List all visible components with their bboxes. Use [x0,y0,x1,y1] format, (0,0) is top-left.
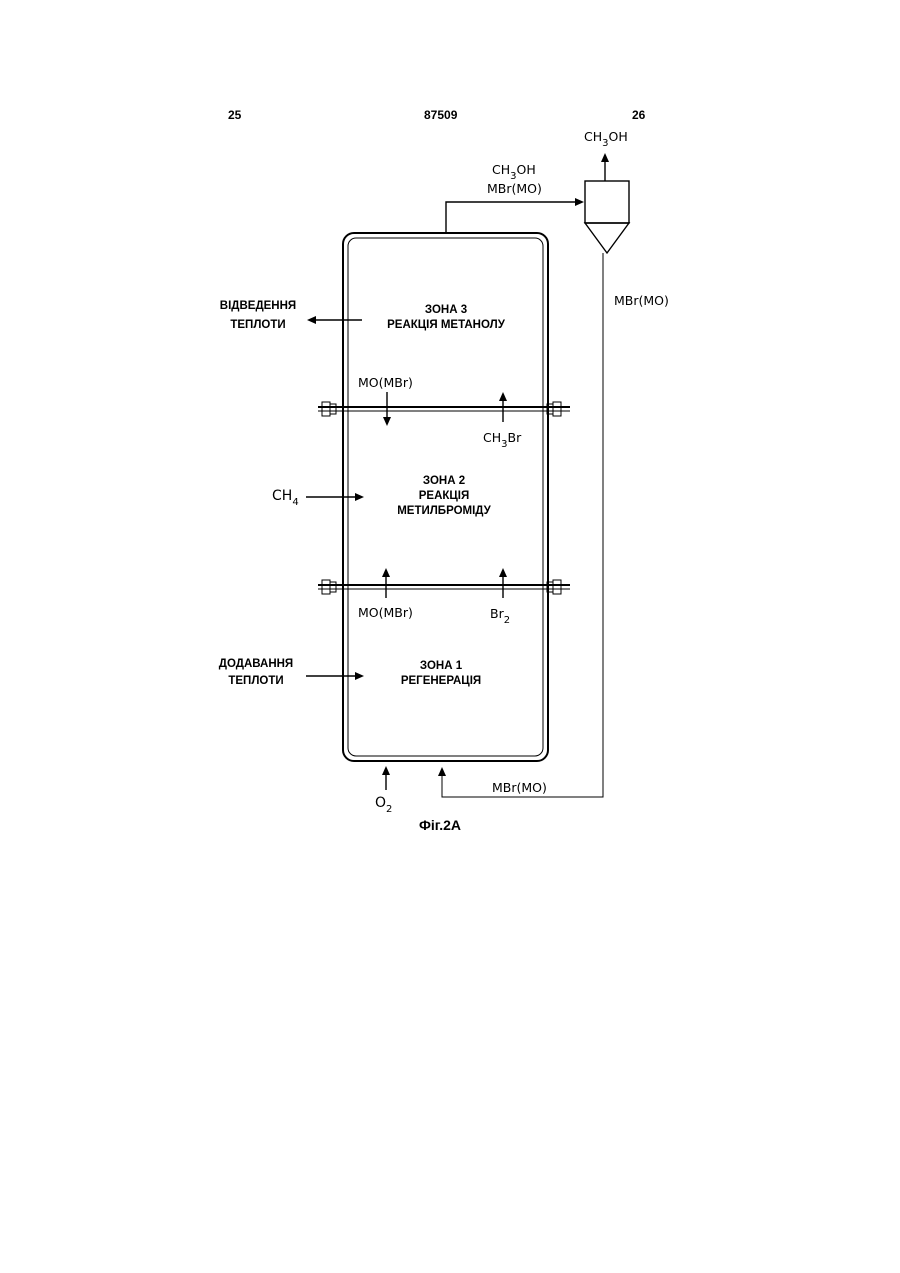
up-arrow [382,568,390,598]
bolt-icon [553,580,561,594]
upper-mo-mbr-label: MO(MBr) [358,375,413,390]
zone3-subtitle: РЕАКЦІЯ МЕТАНОЛУ [387,319,506,331]
zone2-line2: РЕАКЦІЯ [419,490,470,502]
outlet-methanol-label: CH3OH [492,162,536,182]
reactor-outlet-pipe [446,198,584,233]
heat-addition-label-1: ДОДАВАННЯ [219,658,293,670]
page-number-right: 26 [632,108,646,122]
zone3-title: ЗОНА 3 [425,304,467,316]
bolt-icon [322,402,330,416]
recycle-bottom-label: MBr(MO) [492,780,547,795]
zone1-title: ЗОНА 1 [420,660,463,672]
figure-caption: Фіг.2А [419,817,461,833]
bromine-label: Br2 [490,606,510,626]
patent-number: 87509 [424,108,458,122]
oxygen-label: O2 [375,795,392,815]
methanol-product-label: CH3OH [584,129,628,149]
up-arrow [499,568,507,598]
methane-label: CH4 [272,488,299,508]
oxygen-inlet-arrow [382,766,390,790]
nut-icon [330,404,336,414]
methane-inlet-arrow [306,493,364,501]
page-number-left: 25 [228,108,242,122]
heat-addition-label-2: ТЕПЛОТИ [228,675,283,687]
outlet-mbr-mo-label: MBr(MO) [487,181,542,196]
zone1-subtitle: РЕГЕНЕРАЦІЯ [401,675,481,687]
recycle-right-label: MBr(MO) [614,293,669,308]
lower-mo-mbr-label: MO(MBr) [358,605,413,620]
recycle-line [438,253,603,797]
zone2-title: ЗОНА 2 [423,475,465,487]
lower-flange [318,580,570,594]
zone2-line3: МЕТИЛБРОМІДУ [397,505,491,517]
bolt-icon [553,402,561,416]
methyl-bromide-label: CH3Br [483,430,522,450]
down-arrow [383,392,391,426]
upper-flange [318,402,570,416]
heat-removal-label-1: ВІДВЕДЕННЯ [220,300,296,312]
heat-removal-arrow [307,316,362,324]
nut-icon [330,582,336,592]
heat-removal-label-2: ТЕПЛОТИ [230,319,285,331]
bolt-icon [322,580,330,594]
methanol-out-arrow [601,153,609,181]
cyclone-separator [585,181,629,253]
heat-addition-arrow [306,672,364,680]
